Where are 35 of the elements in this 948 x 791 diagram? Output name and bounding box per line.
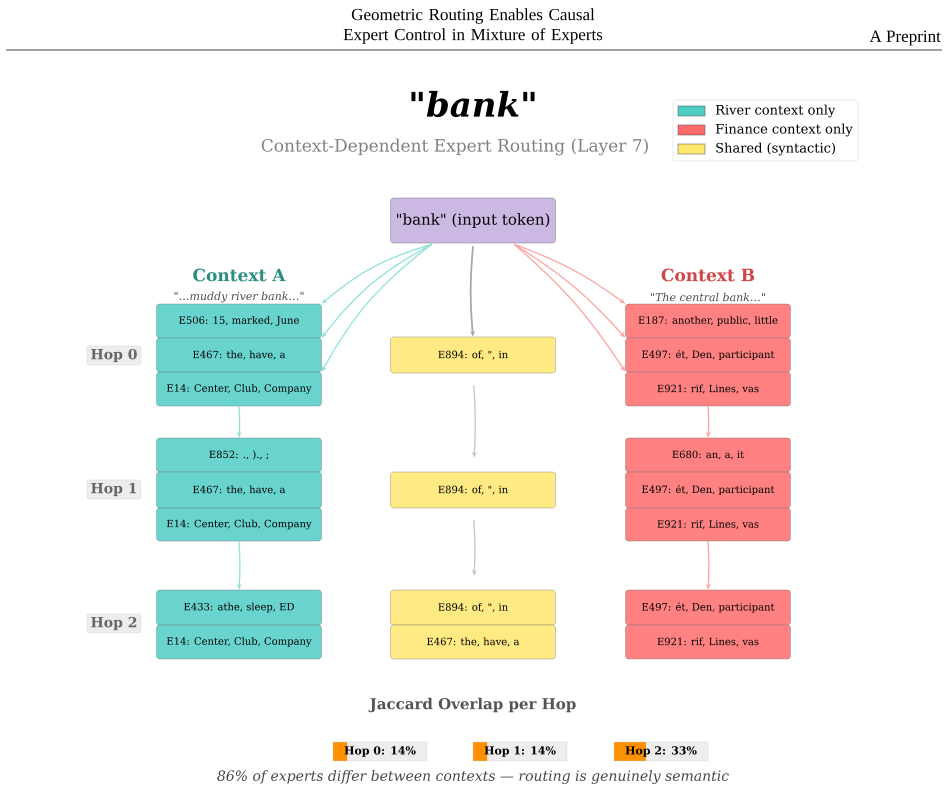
preprint-label: A Preprint xyxy=(870,30,941,46)
expert-box: E680: an, a, it xyxy=(625,438,791,472)
expert-box: E921: rif, Lines, vas xyxy=(625,372,791,406)
context-heading: Context A xyxy=(193,268,286,282)
hop-label: Hop 1 xyxy=(86,480,142,500)
legend-text: Shared (syntactic) xyxy=(716,142,835,156)
legend-text: Finance context only xyxy=(716,124,853,136)
expert-box: E921: rif, Lines, vas xyxy=(625,508,791,542)
expert-box: E433: athe, sleep, ED xyxy=(156,590,322,626)
input-token-box: "bank" (input token) xyxy=(390,198,556,244)
expert-box: E187: another, public, little xyxy=(625,304,791,338)
expert-box: E506: 15, marked, June xyxy=(156,304,322,338)
section-heading: Jaccard Overlap per Hop xyxy=(368,698,576,712)
expert-box: E894: of, ", in xyxy=(390,472,556,508)
hop-label: Hop 2 xyxy=(86,614,142,634)
expert-box: E497: ét, Den, participant xyxy=(625,472,791,508)
expert-box: E14: Center, Club, Company xyxy=(156,372,322,406)
expert-box: E14: Center, Club, Company xyxy=(156,508,322,542)
running-head: Geometric Routing Enables Causal Expert Control in Mixture of Experts xyxy=(344,8,602,44)
legend-text: River context only xyxy=(716,104,836,118)
expert-box: E467: the, have, a xyxy=(156,338,322,372)
caption: 86% of experts differ between contexts — routing is genuinely semantic xyxy=(217,770,729,784)
context-heading: Context B xyxy=(662,268,754,282)
expert-box: E921: rif, Lines, vas xyxy=(625,624,791,660)
hop-label: Hop 0 xyxy=(86,346,142,366)
expert-box: E14: Center, Club, Company xyxy=(156,624,322,660)
expert-box: E894: of, ", in xyxy=(390,336,556,374)
expert-box: E467: the, have, a xyxy=(390,624,556,660)
expert-box: E852: ., )., ; xyxy=(156,438,322,472)
expert-box: E497: ét, Den, participant xyxy=(625,338,791,372)
expert-box: E497: ét, Den, participant xyxy=(625,590,791,626)
expert-box: E894: of, ", in xyxy=(390,590,556,626)
expert-box: E467: the, have, a xyxy=(156,472,322,508)
subtitle: Context-Dependent Expert Routing (Layer 7) xyxy=(262,138,648,156)
title: "bank" xyxy=(411,90,535,118)
